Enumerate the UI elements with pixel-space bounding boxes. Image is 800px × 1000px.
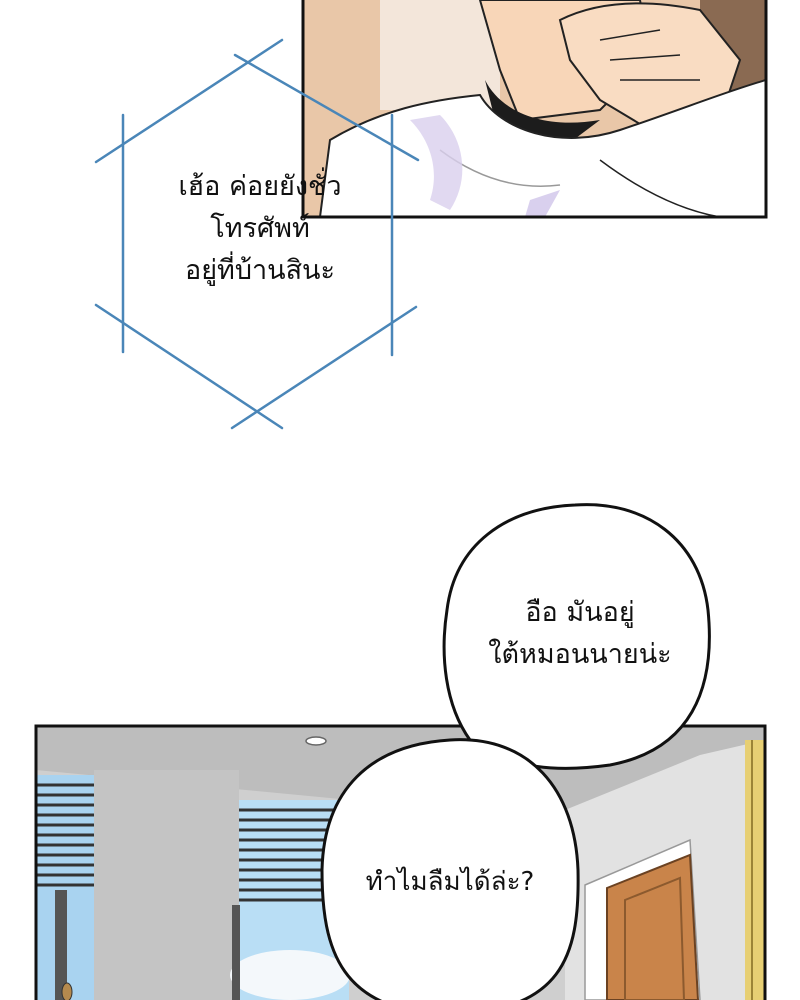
speech-bubble-bottom <box>320 738 580 1000</box>
phone-caption-line: โทรศัพท์ <box>210 212 310 244</box>
speech-bubble-top <box>442 503 711 770</box>
speech-bubble-bottom-text: ทำไมลืมได้ล่ะ? <box>340 862 560 902</box>
phone-caption-line: อยู่ที่บ้านสินะ <box>184 254 336 286</box>
phone-caption-frame <box>94 38 420 430</box>
speech-line: ใต้หมอนนายน่ะ <box>488 638 672 670</box>
speech-line: อือ มันอยู่ <box>525 597 635 628</box>
phone-caption-line: เฮ้อ ค่อยยังชั่ว <box>178 171 342 202</box>
speech-bubble-top-text: อือ มันอยู่ ใต้หมอนนายน่ะ <box>460 592 700 676</box>
top-panel-scene <box>303 0 766 217</box>
speech-line: ทำไมลืมได้ล่ะ? <box>365 867 535 897</box>
phone-caption-text: เฮ้อ ค่อยยังชั่ว โทรศัพท์ อยู่ที่บ้านสิน… <box>150 166 370 292</box>
